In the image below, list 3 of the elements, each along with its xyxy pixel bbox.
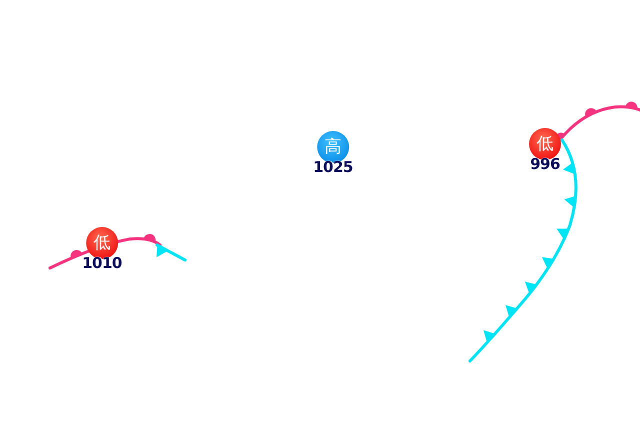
pressure-value: 996 [530,157,560,172]
pressure-value: 1025 [313,160,353,175]
pressure-value: 1010 [82,256,122,271]
